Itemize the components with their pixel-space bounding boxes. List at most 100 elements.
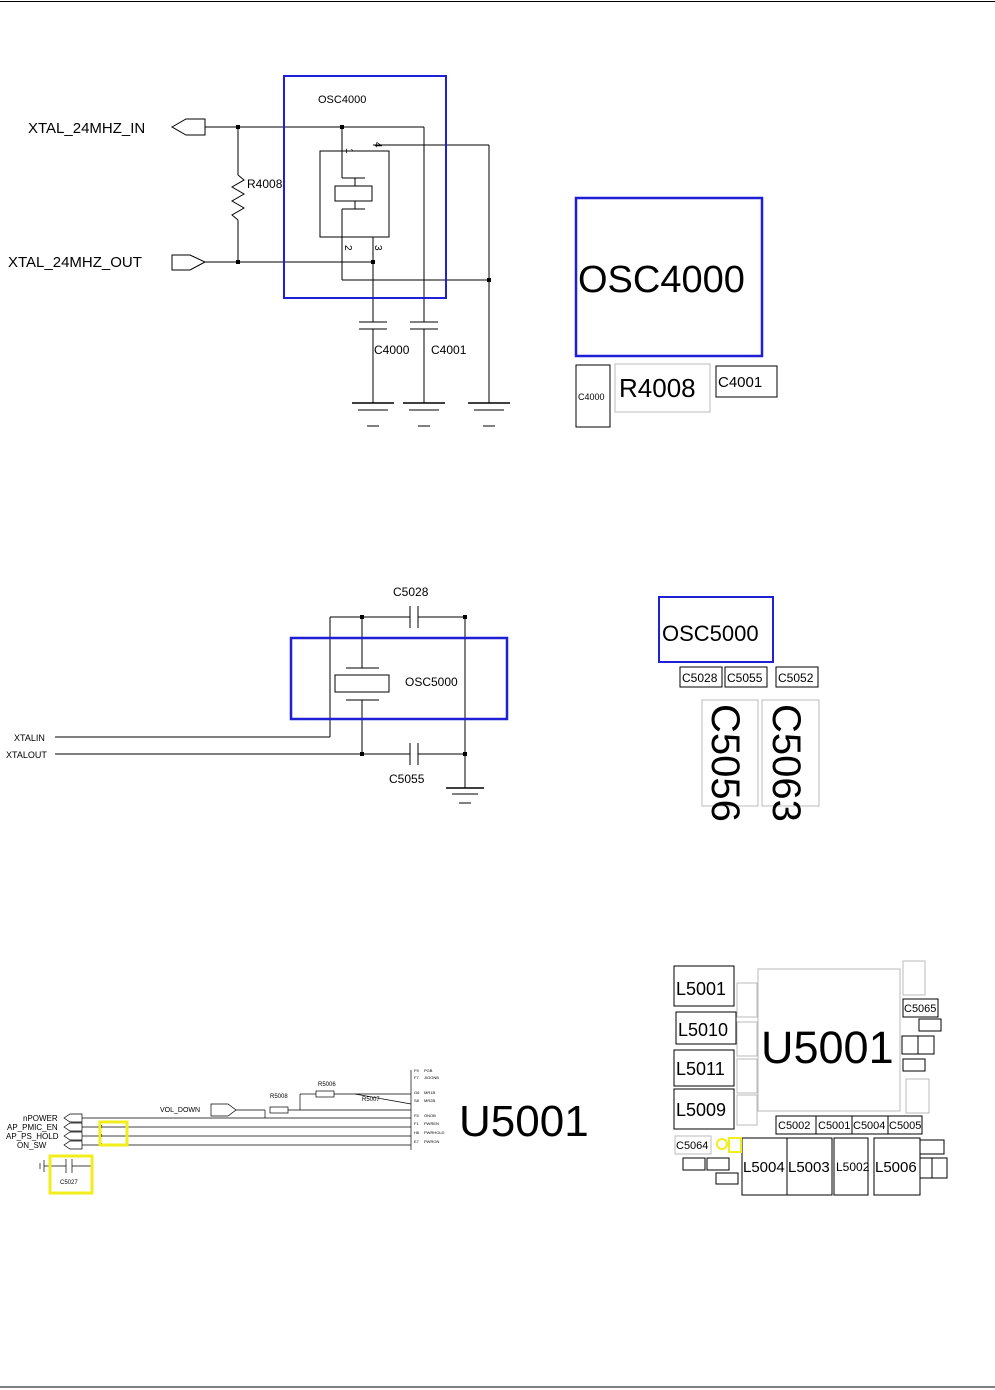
section-1-schematic	[170, 118, 510, 427]
pcb-label-u5001: U5001	[761, 1022, 894, 1073]
osc4000-package	[319, 150, 390, 238]
chip-label-u5001: U5001	[459, 1097, 589, 1146]
pcb-side-part-1	[736, 982, 758, 1018]
svg-text:E7: E7	[414, 1139, 420, 1144]
crystal-element	[334, 185, 373, 202]
svg-text:ONOB: ONOB	[424, 1113, 436, 1118]
ground-symbol	[403, 402, 445, 427]
pcb-c5150	[919, 1139, 945, 1155]
pcb-yellow-highlight	[728, 1137, 742, 1153]
port-xtal-in	[170, 118, 206, 136]
test-point-highlight	[98, 1120, 129, 1147]
pcb-label-c4000: C4000	[578, 392, 605, 402]
pcb-label-c5001: C5001	[818, 1120, 850, 1132]
pcb-l5003	[786, 1137, 833, 1196]
pcb-c5045	[918, 1018, 942, 1032]
net-label-vol-down: VOL_DOWN	[160, 1107, 200, 1114]
pcb-c5028	[679, 666, 723, 688]
junction-dots	[236, 125, 491, 282]
osc4000-highlight-box	[283, 75, 447, 299]
ground-symbol	[352, 402, 394, 427]
resistor-r5006	[315, 1090, 335, 1098]
pcb-c5041	[917, 1035, 935, 1055]
ref-label-osc5000: OSC5000	[405, 675, 458, 689]
pcb-c5058	[902, 1058, 926, 1072]
pcb-c4001	[715, 365, 778, 398]
pcb-label-c5063: C5063	[764, 704, 808, 822]
pcb-c5065	[902, 998, 939, 1018]
svg-text:JIGONB: JIGONB	[424, 1075, 439, 1080]
pcb-side-part-2	[736, 1021, 758, 1057]
pcb-label-osc5000: OSC5000	[662, 621, 759, 646]
pcb-c4000	[575, 364, 611, 428]
svg-text:MR1B: MR1B	[424, 1090, 435, 1095]
net-label-ap-pmic-en: AP_PMIC_EN	[7, 1123, 58, 1132]
pcb-l5002	[833, 1137, 869, 1196]
pcb-label-c5004: C5004	[853, 1120, 885, 1132]
ref-label-c5027: C5027	[60, 1180, 78, 1186]
resistor-r4008	[231, 174, 245, 221]
pcb-label-l5003: L5003	[788, 1159, 830, 1176]
pcb-c5040	[931, 1157, 948, 1179]
port-npower	[63, 1113, 83, 1123]
svg-text:PWREN: PWREN	[424, 1121, 439, 1126]
pcb-c5042	[901, 1035, 919, 1055]
ref-label-r5008: R5008	[270, 1094, 288, 1100]
pcb-c5026	[706, 1157, 730, 1171]
pcb-l5010	[675, 1011, 737, 1045]
net-label-on-sw: ON_SW	[17, 1141, 47, 1150]
pcb-l5011	[673, 1049, 735, 1087]
pcb-c5056	[701, 699, 759, 807]
svg-text:PWRHOLD: PWRHOLD	[424, 1130, 445, 1135]
pcb-c5055	[724, 666, 768, 688]
pcb-u5001	[757, 968, 901, 1112]
net-label-xtalout: XTALOUT	[6, 750, 47, 760]
pcb-label-r4008: R4008	[619, 373, 696, 403]
ref-label-c4000: C4000	[374, 343, 410, 357]
pcb-side-part-3	[736, 1058, 758, 1094]
pcb-label-c5056: C5056	[703, 704, 747, 822]
pcb-c5063	[761, 699, 820, 807]
ground-symbol	[468, 402, 510, 427]
svg-text:F5: F5	[414, 1113, 419, 1118]
test-point-yellow	[716, 1138, 728, 1150]
pcb-label-c4001: C4001	[718, 374, 762, 391]
pcb-side-part-4	[736, 1094, 758, 1126]
port-on-sw	[63, 1140, 83, 1150]
net-label-ap-ps-hold: AP_PS_HOLD	[6, 1132, 59, 1141]
pcb-label-l5009: L5009	[676, 1100, 726, 1120]
port-ap-ps-hold	[63, 1131, 83, 1141]
pcb-r5018	[715, 1172, 739, 1185]
pcb-label-c5055: C5055	[727, 671, 763, 685]
pcb-c5064	[674, 1135, 712, 1155]
net-label-xtalin: XTALIN	[14, 733, 45, 743]
port-ap-pmic-en	[63, 1122, 83, 1132]
junction-dots	[360, 615, 467, 756]
svg-text:PWRON: PWRON	[424, 1139, 439, 1144]
ref-label-c5028: C5028	[393, 585, 429, 599]
pcb-label-c5052: C5052	[778, 671, 814, 685]
ref-label-r5006: R5006	[318, 1082, 336, 1088]
ground-symbol	[446, 787, 484, 804]
pcb-label-c5002: C5002	[778, 1120, 810, 1132]
pin-label-3: 3	[372, 245, 383, 251]
pcb-label-l5001: L5001	[676, 979, 726, 999]
pcb-label-l5010: L5010	[678, 1020, 728, 1040]
svg-text:S8: S8	[414, 1098, 420, 1103]
pcb-l5009	[673, 1088, 735, 1130]
pcb-osc5000	[658, 596, 774, 663]
pcb-label-l5006: L5006	[875, 1159, 917, 1176]
svg-text:G6: G6	[414, 1090, 420, 1095]
net-label-xtal-out: XTAL_24MHZ_OUT	[8, 254, 142, 271]
pin-label-2: 2	[342, 245, 353, 251]
pcb-c5050	[905, 1078, 930, 1114]
section-1-pcb: OSC4000 C4000 R4008 C4001	[574, 196, 778, 428]
svg-text:F9: F9	[414, 1068, 419, 1073]
pcb-label-l5004: L5004	[743, 1159, 785, 1176]
ref-label-c4001: C4001	[431, 343, 467, 357]
svg-text:PGB: PGB	[424, 1068, 433, 1073]
pcb-label-c5064: C5064	[676, 1140, 708, 1152]
ref-label-r5007: R5007	[362, 1097, 380, 1103]
